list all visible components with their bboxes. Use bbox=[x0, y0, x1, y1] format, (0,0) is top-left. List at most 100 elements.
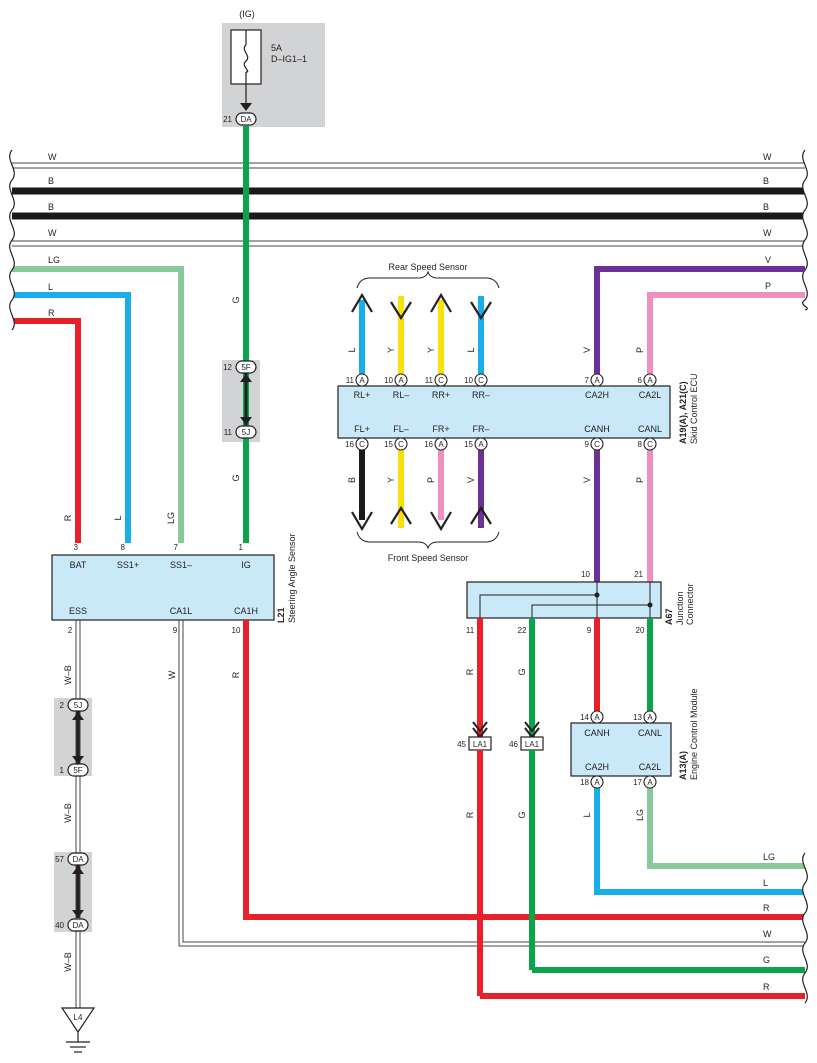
svg-text:CA2L: CA2L bbox=[639, 390, 662, 400]
svg-text:45: 45 bbox=[457, 740, 466, 749]
svg-text:11: 11 bbox=[466, 626, 475, 635]
svg-text:CA2H: CA2H bbox=[585, 762, 609, 772]
skid-control-ecu: Rear Speed Sensor L Y Y L V V P P A 11 A… bbox=[337, 255, 805, 582]
fuse-block: (IG) 5A D–IG1–1 DA 21 bbox=[222, 9, 325, 127]
svg-text:L: L bbox=[466, 347, 476, 352]
svg-text:CA2H: CA2H bbox=[585, 390, 609, 400]
svg-text:22: 22 bbox=[518, 626, 527, 635]
svg-text:16: 16 bbox=[424, 440, 433, 449]
svg-text:Engine Control Module: Engine Control Module bbox=[689, 688, 699, 780]
ground-path: W–B 5J 2 5F 1 W–B DA 57 DA 40 W–B L4 bbox=[54, 620, 96, 1053]
svg-text:9: 9 bbox=[585, 440, 590, 449]
svg-text:20: 20 bbox=[636, 626, 645, 635]
l21-code: L21 bbox=[276, 607, 286, 623]
junction-5f-5j: 5F 12 5J 11 bbox=[222, 360, 260, 442]
svg-text:R: R bbox=[465, 811, 475, 818]
svg-text:L: L bbox=[113, 515, 123, 520]
svg-text:W: W bbox=[763, 228, 772, 238]
svg-text:RL+: RL+ bbox=[354, 390, 371, 400]
svg-text:CANL: CANL bbox=[638, 728, 662, 738]
svg-text:Junction: Junction bbox=[675, 591, 685, 625]
svg-text:G: G bbox=[231, 474, 241, 481]
svg-text:V: V bbox=[582, 477, 592, 483]
fuse-source-label: (IG) bbox=[239, 9, 255, 19]
svg-text:3: 3 bbox=[74, 543, 79, 552]
svg-text:V: V bbox=[582, 347, 592, 353]
svg-text:7: 7 bbox=[585, 376, 590, 385]
svg-text:DA: DA bbox=[72, 921, 84, 930]
steering-angle-sensor: 3 8 7 1 BAT SS1+ SS1– IG ESS CA1L CA1H 2… bbox=[51, 533, 297, 635]
svg-text:CANH: CANH bbox=[584, 424, 610, 434]
svg-text:L: L bbox=[347, 347, 357, 352]
svg-text:2: 2 bbox=[60, 701, 65, 710]
svg-text:R: R bbox=[465, 668, 475, 675]
svg-text:L: L bbox=[582, 812, 592, 817]
svg-text:W: W bbox=[167, 670, 177, 679]
fuse-rating: 5A bbox=[271, 43, 282, 53]
svg-text:CANH: CANH bbox=[584, 728, 610, 738]
skid-ecu-code: A19(A), A21(C) bbox=[678, 381, 688, 444]
svg-text:8: 8 bbox=[638, 440, 643, 449]
svg-text:G: G bbox=[763, 955, 770, 965]
svg-text:10: 10 bbox=[384, 376, 393, 385]
ground-label: L4 bbox=[74, 1013, 83, 1022]
svg-text:C: C bbox=[398, 440, 404, 449]
svg-text:RL–: RL– bbox=[393, 390, 410, 400]
svg-text:CANL: CANL bbox=[638, 424, 662, 434]
left-break-icon bbox=[9, 149, 15, 331]
svg-text:R: R bbox=[63, 514, 73, 521]
svg-text:DA: DA bbox=[240, 115, 252, 124]
svg-text:P: P bbox=[635, 347, 645, 353]
svg-text:A: A bbox=[594, 376, 600, 385]
right-break-bottom-icon bbox=[802, 852, 808, 1004]
fuse-pin-number: 21 bbox=[223, 115, 232, 124]
svg-text:W: W bbox=[763, 152, 772, 162]
svg-text:R: R bbox=[763, 982, 770, 992]
svg-text:40: 40 bbox=[55, 921, 64, 930]
svg-text:L: L bbox=[48, 282, 53, 292]
svg-text:IG: IG bbox=[241, 560, 251, 570]
svg-text:LG: LG bbox=[166, 512, 176, 524]
svg-text:11: 11 bbox=[425, 376, 434, 385]
svg-text:W–B: W–B bbox=[63, 803, 73, 823]
can1-wires: W R bbox=[167, 620, 805, 947]
svg-text:CA1H: CA1H bbox=[234, 606, 258, 616]
svg-text:P: P bbox=[635, 477, 645, 483]
svg-text:FL–: FL– bbox=[393, 424, 409, 434]
skid-ecu-name: Skid Control ECU bbox=[689, 373, 699, 444]
svg-text:C: C bbox=[594, 440, 600, 449]
svg-text:R: R bbox=[231, 671, 241, 678]
svg-text:R: R bbox=[48, 308, 55, 318]
svg-text:15: 15 bbox=[464, 440, 473, 449]
svg-text:Connector: Connector bbox=[685, 583, 695, 625]
svg-text:DA: DA bbox=[72, 855, 84, 864]
svg-text:8: 8 bbox=[121, 543, 126, 552]
svg-text:ESS: ESS bbox=[69, 606, 87, 616]
left-bus: W W B B B B W W LG L R bbox=[9, 149, 808, 543]
junction-connector-a67: 10 21 11 22 9 20 A67 Junction Connector bbox=[466, 570, 695, 635]
svg-text:P: P bbox=[765, 281, 771, 291]
svg-text:21: 21 bbox=[634, 570, 643, 579]
svg-text:RR–: RR– bbox=[472, 390, 490, 400]
svg-text:14: 14 bbox=[580, 713, 589, 722]
fuse-name: D–IG1–1 bbox=[271, 54, 307, 64]
svg-text:B: B bbox=[48, 202, 54, 212]
svg-text:FR+: FR+ bbox=[432, 424, 449, 434]
svg-text:LG: LG bbox=[763, 852, 775, 862]
front-speed-sensor-label: Front Speed Sensor bbox=[388, 553, 469, 563]
svg-text:G: G bbox=[517, 668, 527, 675]
svg-text:G: G bbox=[517, 811, 527, 818]
svg-text:A: A bbox=[438, 440, 444, 449]
svg-text:C: C bbox=[478, 376, 484, 385]
svg-text:A: A bbox=[594, 713, 600, 722]
svg-text:W: W bbox=[48, 152, 57, 162]
la1-path: R LA1 45 R G LA1 46 G bbox=[457, 618, 805, 999]
svg-text:RR+: RR+ bbox=[432, 390, 450, 400]
svg-text:B: B bbox=[763, 202, 769, 212]
ig-wire: G G bbox=[231, 126, 249, 543]
svg-text:LA1: LA1 bbox=[525, 740, 540, 749]
svg-text:11: 11 bbox=[346, 376, 355, 385]
svg-text:FR–: FR– bbox=[472, 424, 489, 434]
svg-text:LG: LG bbox=[48, 255, 60, 265]
